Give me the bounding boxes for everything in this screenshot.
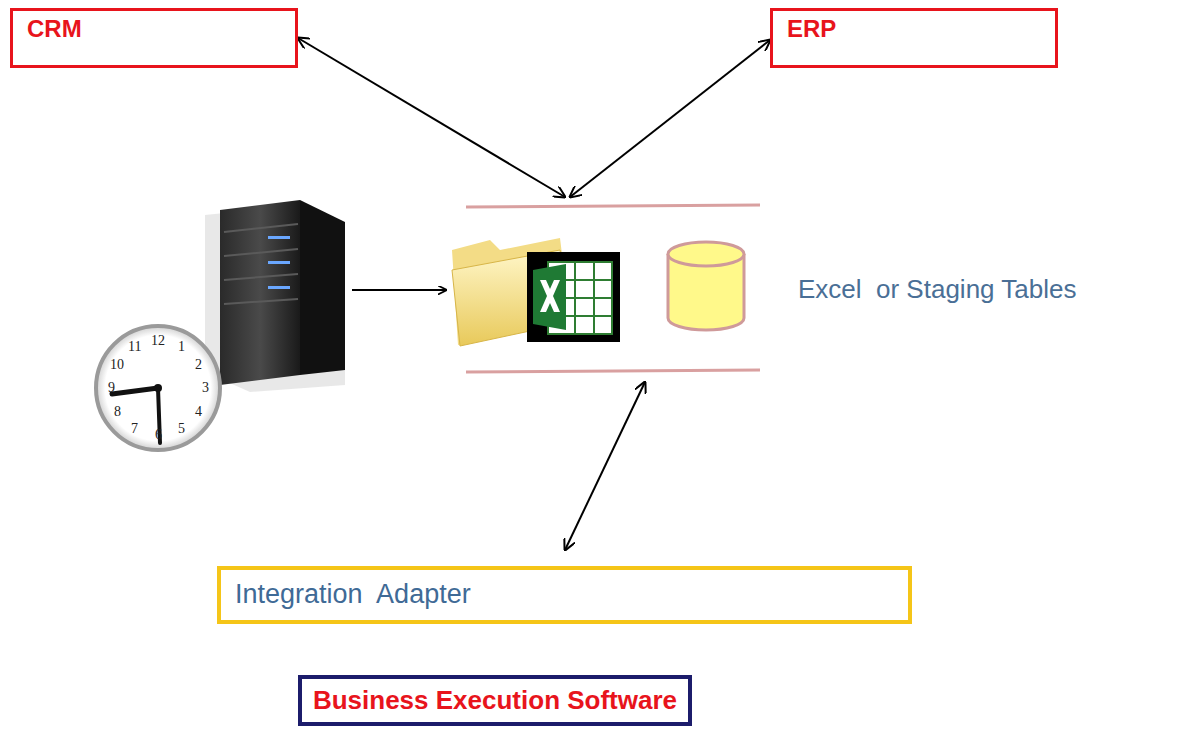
connector-arrow: [565, 382, 645, 550]
clock-numeral: 10: [110, 358, 124, 372]
band-lines: [460, 200, 780, 378]
clock-numeral: 6: [155, 428, 162, 442]
staging-label: Excel or Staging Tables: [798, 274, 1076, 305]
server-icon: [205, 200, 345, 392]
clock-numeral: 3: [202, 381, 209, 395]
clock-numeral: 4: [195, 405, 202, 419]
band-line: [466, 205, 760, 207]
staging-band: Excel or Staging Tables: [460, 200, 1190, 378]
connector-arrow: [298, 38, 565, 197]
band-line: [466, 370, 760, 372]
software-box: Business Execution Software: [298, 675, 692, 726]
feed-arrow: [352, 289, 446, 291]
clock-numeral: 8: [114, 405, 121, 419]
clock-numeral: 1: [178, 340, 185, 354]
system-box: ERP: [770, 8, 1058, 68]
box-label: Integration Adapter: [235, 578, 894, 610]
box-label: ERP: [787, 15, 1041, 44]
box-label: CRM: [27, 15, 281, 44]
clock-numeral: 12: [151, 334, 165, 348]
box-label: Business Execution Software: [312, 685, 678, 716]
database-icon: [668, 242, 744, 330]
clock-numeral: 5: [178, 422, 185, 436]
clock-numeral: 11: [128, 340, 141, 354]
adapter-box: Integration Adapter: [217, 566, 912, 624]
clock-numeral: 7: [131, 422, 138, 436]
excel-icon: [527, 252, 620, 342]
clock-numeral: 2: [195, 358, 202, 372]
clock-numeral: 9: [108, 381, 115, 395]
clock-icon: [96, 326, 220, 450]
system-box: CRM: [10, 8, 298, 68]
connector-arrow: [570, 40, 770, 197]
